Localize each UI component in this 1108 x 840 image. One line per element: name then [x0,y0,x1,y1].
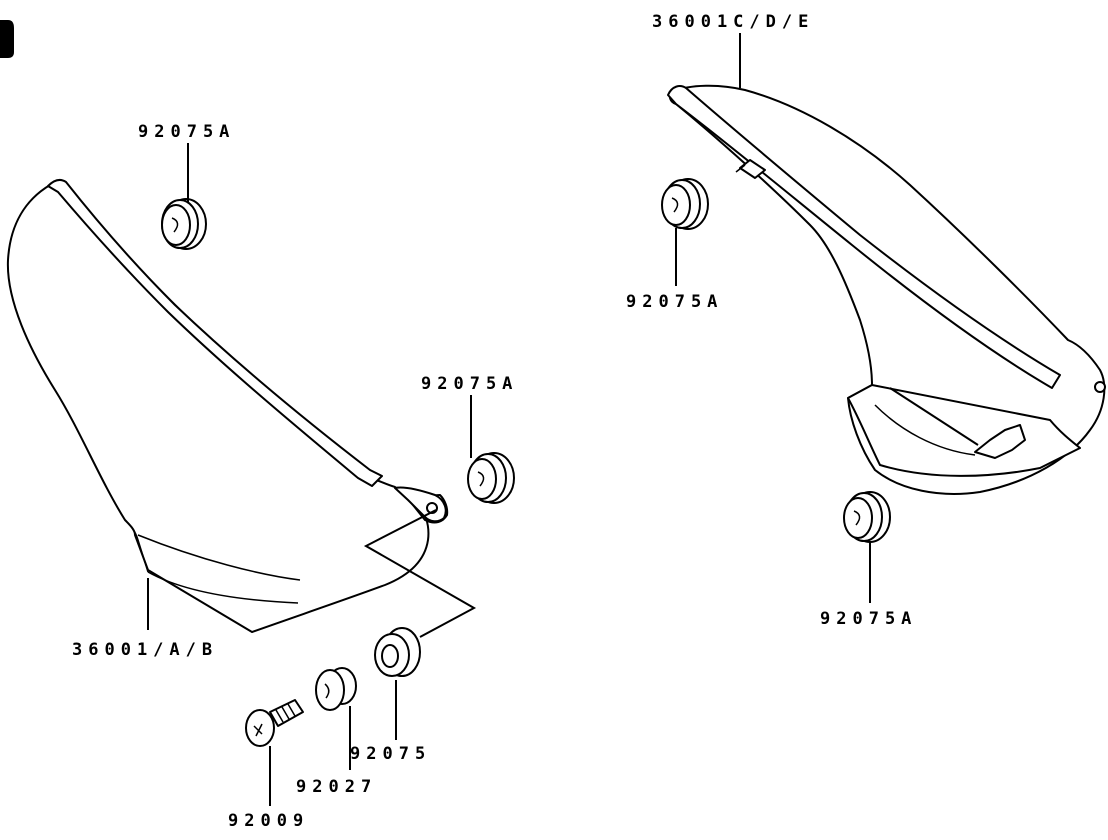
corner-mark-icon [0,20,14,58]
right-side-cover [667,84,1106,495]
bolt-92009 [245,699,304,747]
grommet-92075 [374,627,421,677]
grommet-92075a-right-upper [661,178,709,230]
label-collar: 92027 [296,777,377,797]
label-bolt: 92009 [228,811,309,831]
label-grommet-right-upper: 92075A [626,292,723,312]
grommet-92075a-right-lower [843,491,891,543]
label-cover-right: 36001C/D/E [652,12,814,32]
collar-92027 [315,667,357,711]
label-grommet-mid-left: 92075A [421,374,518,394]
label-grommet-plain: 92075 [350,744,431,764]
label-grommet-top-left: 92075A [138,122,235,142]
grommet-92075a-top-left [161,198,207,250]
leader-lines [147,33,979,806]
label-cover-left: 36001/A/B [72,640,218,660]
grommet-92075a-mid-left [467,452,515,504]
label-grommet-right-lower: 92075A [820,609,917,629]
left-side-cover [6,178,449,633]
